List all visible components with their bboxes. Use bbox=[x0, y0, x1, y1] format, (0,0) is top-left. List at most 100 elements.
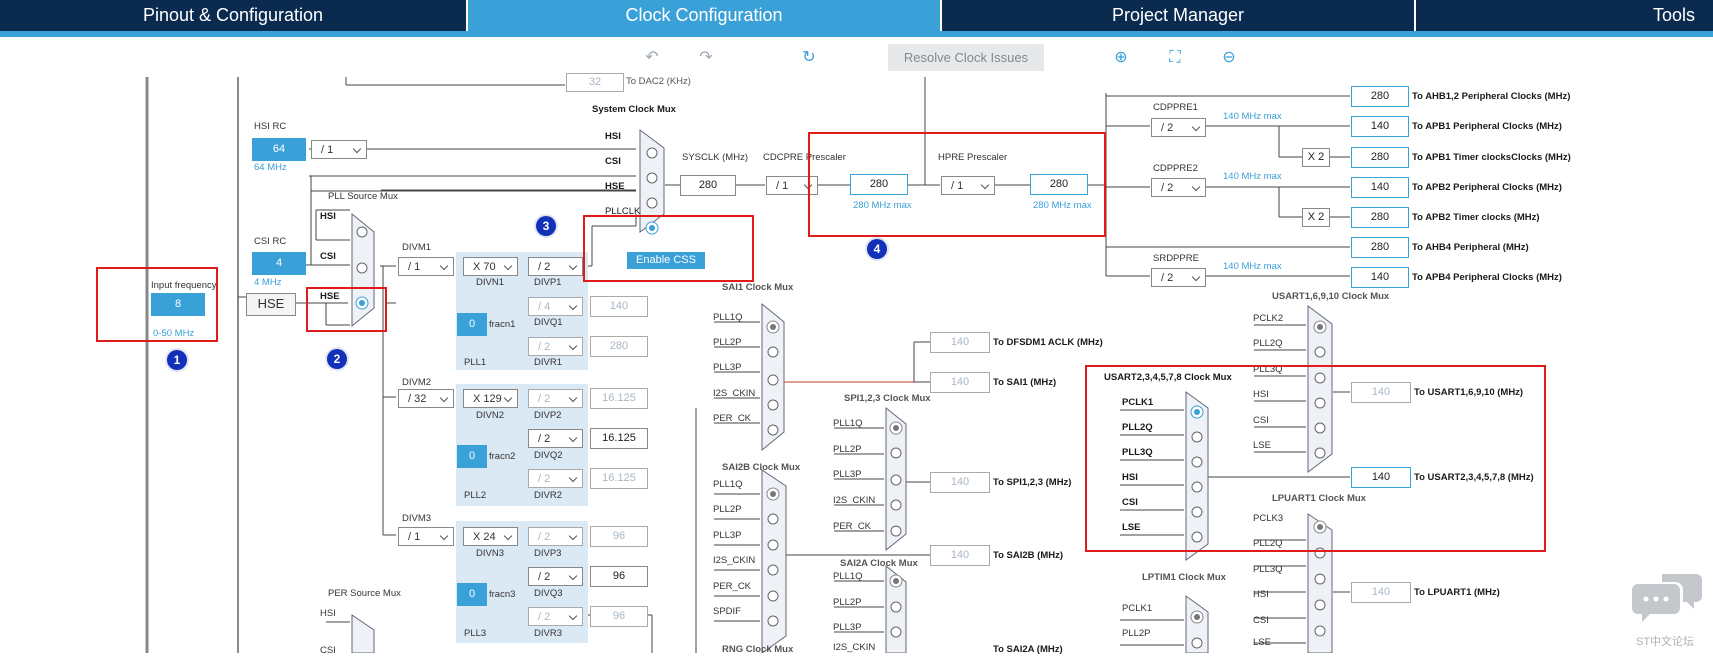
divr3-value: 96 bbox=[590, 606, 648, 627]
spi-input-pll2p: PLL2P bbox=[833, 444, 862, 455]
fracn2-field[interactable]: 0 bbox=[457, 445, 487, 468]
lpuart-out-label: To LPUART1 (MHz) bbox=[1414, 587, 1500, 598]
zoom-out-icon[interactable]: ⊖ bbox=[1222, 49, 1236, 66]
divq3-select[interactable]: / 2 bbox=[528, 567, 583, 586]
ahb12-value[interactable]: 280 bbox=[1351, 86, 1409, 107]
apb1-value[interactable]: 140 bbox=[1351, 116, 1409, 137]
dfsdm-label: To DFSDM1 ACLK (MHz) bbox=[993, 337, 1103, 348]
csi-rc-unit: 4 MHz bbox=[254, 277, 282, 288]
divq2-select[interactable]: / 2 bbox=[528, 429, 583, 448]
usart1-input-hsi: HSI bbox=[1253, 389, 1269, 400]
tab-bar: Pinout & Configuration Clock Configurati… bbox=[0, 0, 1713, 31]
hclk-max: 280 MHz max bbox=[1033, 200, 1092, 211]
redo-icon[interactable]: ↷ bbox=[699, 49, 713, 66]
cdppre2-select[interactable]: / 2 bbox=[1151, 178, 1206, 197]
step-badge-3: 3 bbox=[536, 216, 556, 236]
sai1-out-label: To SAI1 (MHz) bbox=[993, 377, 1057, 388]
srdppre-select[interactable]: / 2 bbox=[1151, 268, 1206, 287]
csi-rc-label: CSI RC bbox=[254, 236, 287, 247]
divp2-label: DIVP2 bbox=[534, 410, 562, 421]
tab-pinout[interactable]: Pinout & Configuration bbox=[142, 5, 324, 25]
cd-clock-value[interactable]: 280 bbox=[850, 174, 908, 195]
divn2-label: DIVN2 bbox=[476, 410, 504, 421]
divn1-select[interactable]: X 70 bbox=[463, 257, 518, 276]
divm2-label: DIVM2 bbox=[402, 377, 432, 388]
cdppre1-select[interactable]: / 2 bbox=[1151, 118, 1206, 137]
fit-icon[interactable]: ⛶ bbox=[1169, 49, 1181, 66]
divm1-select[interactable]: / 1 bbox=[398, 257, 454, 276]
divr3-select[interactable]: / 2 bbox=[528, 607, 583, 626]
spi-out-label: To SPI1,2,3 (MHz) bbox=[993, 477, 1072, 488]
zoom-in-icon[interactable]: ⊕ bbox=[1114, 49, 1128, 66]
fracn2-label: fracn2 bbox=[489, 451, 516, 462]
divq1-label: DIVQ1 bbox=[534, 317, 563, 328]
apb1-timer-label: To APB1 Timer clocksClocks (MHz) bbox=[1412, 152, 1571, 163]
divr2-value: 16.125 bbox=[590, 468, 648, 489]
sai1-input-pll1q: PLL1Q bbox=[713, 312, 743, 323]
usart2-mux-label: USART2,3,4,5,7,8 Clock Mux bbox=[1104, 372, 1232, 383]
tab-project-manager[interactable]: Project Manager bbox=[1111, 5, 1245, 25]
hpre-select[interactable]: / 1 bbox=[941, 176, 995, 195]
divr1-select[interactable]: / 2 bbox=[528, 337, 583, 356]
divp1-select[interactable]: / 2 bbox=[528, 257, 583, 276]
resolve-clock-issues-button[interactable]: Resolve Clock Issues bbox=[888, 44, 1044, 71]
apb4-value[interactable]: 140 bbox=[1351, 267, 1409, 288]
divr2-select[interactable]: / 2 bbox=[528, 469, 583, 488]
divn3-label: DIVN3 bbox=[476, 548, 504, 559]
apb1-timer-value[interactable]: 280 bbox=[1351, 147, 1409, 168]
divm3-select[interactable]: / 1 bbox=[398, 527, 454, 546]
sai2b-input-pll3p: PLL3P bbox=[713, 530, 742, 541]
hclk-value[interactable]: 280 bbox=[1030, 174, 1088, 195]
apb2-timer-value[interactable]: 280 bbox=[1351, 207, 1409, 228]
tab-tools[interactable]: Tools bbox=[1652, 5, 1695, 25]
fracn1-field[interactable]: 0 bbox=[457, 313, 487, 336]
sai2a-mux-label: SAI2A Clock Mux bbox=[840, 558, 918, 569]
hsi-divider-select[interactable]: / 1 bbox=[311, 140, 367, 159]
cdppre2-label: CDPPRE2 bbox=[1153, 163, 1198, 174]
divn3-select[interactable]: X 24 bbox=[463, 527, 518, 546]
enable-css-button[interactable]: Enable CSS bbox=[627, 252, 705, 269]
input-frequency-field[interactable]: 8 bbox=[151, 293, 205, 316]
divp2-select[interactable]: / 2 bbox=[528, 389, 583, 408]
usart1-value: 140 bbox=[1351, 382, 1411, 403]
divq1-select[interactable]: / 4 bbox=[528, 297, 583, 316]
usart2-value[interactable]: 140 bbox=[1351, 467, 1411, 488]
srdppre-label: SRDPPRE bbox=[1153, 253, 1199, 264]
ahb4-value[interactable]: 280 bbox=[1351, 237, 1409, 258]
apb2-value[interactable]: 140 bbox=[1351, 177, 1409, 198]
usart2-input-csi: CSI bbox=[1122, 497, 1138, 508]
dac-value: 32 bbox=[566, 73, 624, 92]
sai2b-input-pll1q: PLL1Q bbox=[713, 479, 743, 490]
cdcpre-label: CDCPRE Prescaler bbox=[763, 152, 846, 163]
step-badge-1: 1 bbox=[167, 350, 187, 370]
pll1-label: PLL1 bbox=[464, 357, 487, 368]
lpuart-input-pll3q: PLL3Q bbox=[1253, 564, 1283, 575]
fracn3-field[interactable]: 0 bbox=[457, 583, 487, 606]
lpuart-input-lse: LSE bbox=[1253, 637, 1271, 648]
pll-mux-input-csi: CSI bbox=[320, 251, 336, 262]
hsi-rc-value: 64 bbox=[252, 138, 306, 161]
usart2-out-label: To USART2,3,4,5,7,8 (MHz) bbox=[1414, 472, 1534, 483]
cdcpre-select[interactable]: / 1 bbox=[766, 176, 818, 195]
refresh-icon[interactable]: ↻ bbox=[802, 49, 816, 66]
spi-input-pll1q: PLL1Q bbox=[833, 418, 863, 429]
tab-divider bbox=[940, 0, 942, 31]
tab-clock-configuration[interactable]: Clock Configuration bbox=[468, 0, 940, 31]
pll-mux-input-hsi: HSI bbox=[320, 211, 336, 222]
usart2-input-lse: LSE bbox=[1122, 522, 1141, 533]
usart1-out-label: To USART1,6,9,10 (MHz) bbox=[1414, 387, 1524, 398]
sys-mux-input-hsi: HSI bbox=[605, 131, 621, 142]
apb1-label: To APB1 Peripheral Clocks (MHz) bbox=[1412, 121, 1562, 132]
divn2-select[interactable]: X 129 bbox=[463, 389, 518, 408]
lpuart-input-hsi: HSI bbox=[1253, 589, 1269, 600]
divp3-select[interactable]: / 2 bbox=[528, 527, 583, 546]
pll3-label: PLL3 bbox=[464, 628, 487, 639]
apb4-label: To APB4 Peripheral Clocks (MHz) bbox=[1412, 272, 1562, 283]
divr3-label: DIVR3 bbox=[534, 628, 562, 639]
divm2-select[interactable]: / 32 bbox=[398, 389, 454, 408]
usart2-input-pll3q: PLL3Q bbox=[1122, 447, 1153, 458]
lpuart-input-csi: CSI bbox=[1253, 615, 1269, 626]
pll-mux-input-hse: HSE bbox=[320, 291, 340, 302]
spi-input-pll3p: PLL3P bbox=[833, 469, 862, 480]
undo-icon[interactable]: ↶ bbox=[645, 49, 659, 66]
